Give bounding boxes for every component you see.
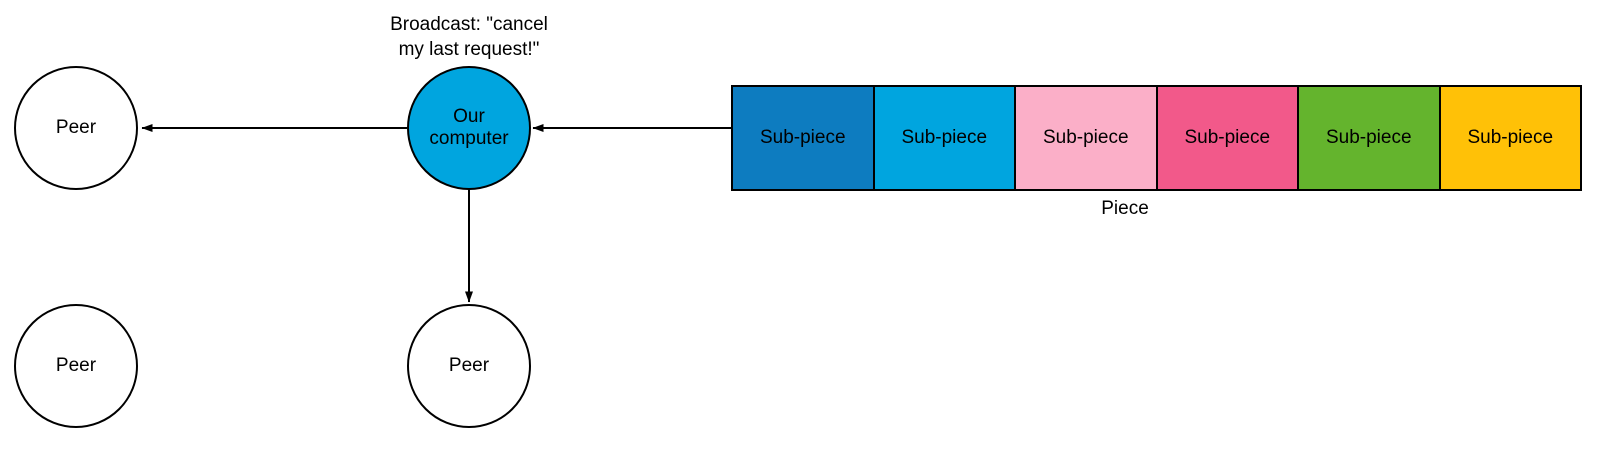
sub-piece-4[interactable]: Sub-piece (1157, 87, 1299, 189)
sub-piece-2-label: Sub-piece (901, 127, 988, 148)
node-peer-left-top-label: Peer (55, 116, 97, 138)
sub-piece-6-label: Sub-piece (1467, 127, 1554, 148)
sub-piece-6[interactable]: Sub-piece (1440, 87, 1580, 189)
sub-piece-2[interactable]: Sub-piece (874, 87, 1016, 189)
sub-piece-5-label: Sub-piece (1325, 127, 1412, 148)
piece-bar: Sub-piece Sub-piece Sub-piece Sub-piece … (731, 85, 1582, 191)
sub-piece-4-label: Sub-piece (1184, 127, 1271, 148)
node-peer-left-bottom-label: Peer (55, 354, 97, 376)
sub-piece-3[interactable]: Sub-piece (1016, 87, 1158, 189)
node-peer-left-bottom[interactable]: Peer (14, 304, 138, 428)
sub-piece-1[interactable]: Sub-piece (733, 87, 875, 189)
sub-piece-5[interactable]: Sub-piece (1299, 87, 1441, 189)
piece-label: Piece (1101, 198, 1149, 219)
sub-piece-1-label: Sub-piece (759, 127, 846, 148)
sub-piece-3-label: Sub-piece (1042, 127, 1129, 148)
node-our-computer-label: Our computer (429, 105, 509, 149)
broadcast-caption: Broadcast: "cancel my last request!" (390, 14, 548, 61)
node-peer-left-top[interactable]: Peer (14, 66, 138, 190)
node-peer-bottom-label: Peer (448, 354, 490, 376)
node-our-computer[interactable]: Our computer (407, 66, 531, 190)
node-peer-bottom[interactable]: Peer (407, 304, 531, 428)
